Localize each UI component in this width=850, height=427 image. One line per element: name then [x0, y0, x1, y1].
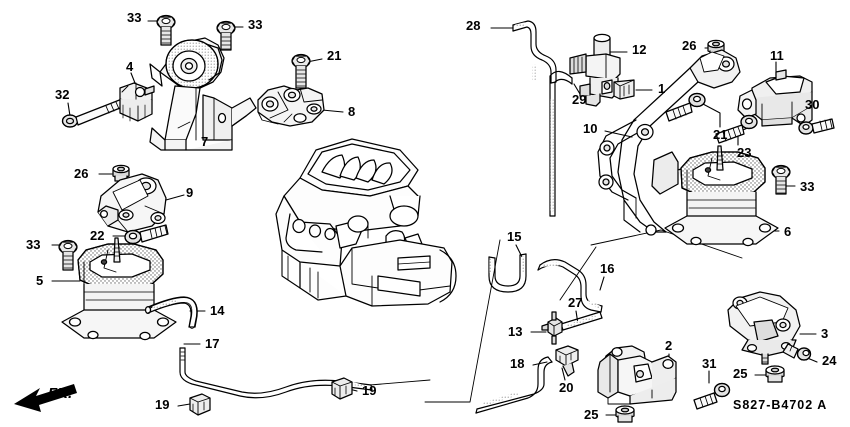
hose-27	[560, 311, 603, 331]
part-6-engine-mount	[664, 145, 779, 247]
callout-13: 13	[508, 324, 523, 339]
callout-25-a: 25	[733, 366, 748, 381]
part-4-stopper	[119, 82, 155, 122]
callout-33-a: 33	[127, 10, 142, 25]
callout-18: 18	[510, 356, 525, 371]
callout-2: 2	[665, 338, 673, 353]
hose-29	[549, 70, 573, 217]
bolt-23	[715, 114, 758, 144]
callout-3: 3	[821, 326, 829, 341]
callout-7: 7	[201, 134, 209, 149]
bolt-22	[124, 224, 169, 245]
callout-14: 14	[210, 303, 225, 318]
bolt-33-a	[156, 14, 176, 46]
callout-19-b: 19	[362, 383, 377, 398]
callout-16: 16	[600, 261, 615, 276]
nut-25-b	[615, 405, 635, 423]
bolt-21-b	[665, 92, 706, 122]
bolt-33-d	[771, 164, 791, 195]
callout-21-b: 21	[713, 127, 728, 142]
part-2-bracket	[597, 345, 677, 405]
callout-1: 1	[658, 81, 666, 96]
callout-33-b: 33	[248, 17, 263, 32]
callout-25-b: 25	[584, 407, 599, 422]
callout-5: 5	[36, 273, 44, 288]
callout-33-d: 33	[800, 179, 815, 194]
callout-30: 30	[805, 97, 820, 112]
hose-14	[144, 297, 198, 329]
connector-1	[613, 79, 635, 100]
callout-27: 27	[568, 295, 583, 310]
hose-15	[488, 253, 527, 293]
callout-28: 28	[466, 18, 481, 33]
callout-33-c: 33	[26, 237, 41, 252]
callout-26-b: 26	[682, 38, 697, 53]
diagram-part-code: S827-B4702 A	[733, 398, 828, 412]
hose-28	[512, 20, 557, 84]
joint-13	[541, 311, 563, 345]
nut-25-a	[765, 365, 785, 383]
callout-26-a: 26	[74, 166, 89, 181]
callout-23: 23	[737, 145, 752, 160]
part-7-engine-mount	[149, 37, 257, 151]
part-8-bracket	[257, 85, 325, 127]
bolt-33-c	[58, 239, 78, 271]
callout-8: 8	[348, 104, 356, 119]
front-direction-arrow	[14, 384, 77, 412]
callout-24: 24	[822, 353, 837, 368]
callout-20: 20	[559, 380, 574, 395]
part-5-engine-mount	[61, 237, 177, 341]
hose-16	[537, 259, 603, 313]
hose-18	[475, 356, 553, 414]
callout-9: 9	[186, 185, 194, 200]
callout-32: 32	[55, 87, 70, 102]
part-11-mounting-rubber	[737, 69, 813, 127]
bolt-32	[61, 98, 126, 128]
solenoid-valve-12	[569, 33, 621, 107]
engine-block-assembly	[275, 138, 457, 307]
part-10-bracket	[597, 49, 741, 236]
callout-17: 17	[205, 336, 220, 351]
callout-21-a: 21	[327, 48, 342, 63]
front-direction-label: FR.	[48, 385, 73, 402]
clip-19-b	[331, 377, 353, 400]
bolt-31	[693, 382, 731, 410]
callout-6: 6	[784, 224, 792, 239]
callout-29: 29	[572, 92, 587, 107]
bolt-33-b	[216, 20, 236, 51]
bolt-24	[782, 343, 812, 361]
part-3-bracket	[727, 291, 801, 365]
callout-4: 4	[126, 59, 134, 74]
callout-12: 12	[632, 42, 647, 57]
part-9-bracket	[97, 173, 167, 233]
callout-31: 31	[702, 356, 717, 371]
hose-14-outline	[147, 296, 198, 328]
callout-15: 15	[507, 229, 522, 244]
assembly-phantom-lines	[369, 229, 743, 403]
callout-19-a: 19	[155, 397, 170, 412]
callout-11: 11	[770, 48, 784, 63]
callout-22: 22	[90, 228, 105, 243]
clip-19-a	[189, 393, 211, 416]
bolt-21-a	[291, 53, 311, 89]
clip-20	[555, 345, 579, 377]
hose-17	[179, 347, 373, 399]
bolt-30	[798, 118, 835, 135]
callout-10: 10	[583, 121, 598, 136]
